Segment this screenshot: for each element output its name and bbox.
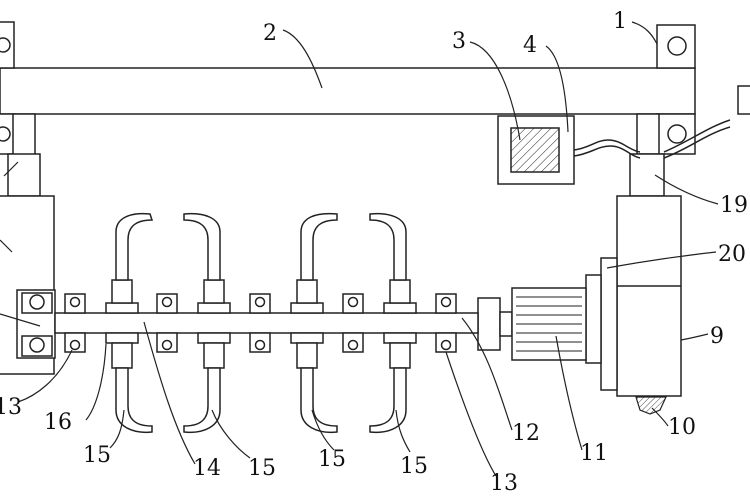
label-10: 10	[668, 415, 696, 440]
part-labels: 1 2 3 4 19 20 9 10 11 12 13 13 14 15 15 …	[0, 9, 748, 496]
wire-4	[573, 85, 750, 159]
label-3: 3	[452, 29, 466, 54]
label-16: 16	[44, 410, 72, 435]
label-1: 1	[613, 9, 627, 34]
right-top-bracket	[656, 24, 696, 155]
label-20: 20	[718, 242, 746, 267]
label-12: 12	[512, 421, 540, 446]
label-15-d: 15	[400, 454, 428, 479]
bearing-blocks	[64, 293, 457, 353]
label-14: 14	[193, 456, 221, 481]
shaft	[54, 312, 479, 334]
left-vertical-support	[0, 113, 56, 375]
right-vertical-support	[585, 113, 682, 415]
label-11: 11	[580, 441, 608, 466]
leader-lines	[0, 21, 719, 477]
label-15-b: 15	[248, 456, 276, 481]
label-15-c: 15	[318, 447, 346, 472]
label-2: 2	[263, 21, 277, 46]
label-19: 19	[720, 193, 748, 218]
label-15-a: 15	[83, 443, 111, 468]
label-4: 4	[523, 33, 537, 58]
blade-assembly-1	[105, 212, 154, 434]
blade-assembly-3	[290, 212, 338, 434]
component-3	[497, 115, 575, 185]
blade-assembly-2	[183, 212, 231, 434]
label-13-left: 13	[0, 395, 22, 420]
label-9: 9	[710, 324, 724, 349]
label-13-right: 13	[490, 471, 518, 496]
motor	[477, 287, 587, 361]
top-beam	[0, 67, 696, 115]
